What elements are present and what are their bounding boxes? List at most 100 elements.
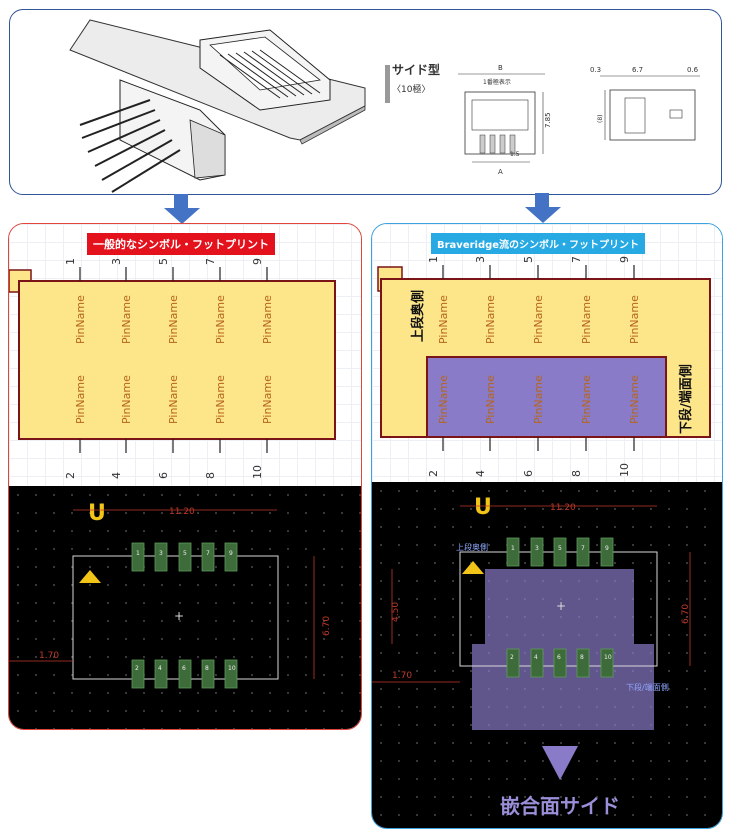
pin-name-label: PinName — [484, 295, 497, 344]
dim-a: A — [498, 168, 503, 176]
pad-number: 10 — [228, 665, 236, 672]
dim-height: 6.70 — [322, 616, 332, 636]
pad-number: 9 — [605, 545, 609, 552]
fp-upper-label: 上段奥側 — [456, 542, 488, 552]
pin-number: 8 — [204, 472, 217, 479]
mating-arrow — [542, 746, 578, 780]
pin-number: 3 — [110, 258, 123, 265]
lower-row-label: 下段/端面側 — [678, 364, 694, 434]
pin-name-label: PinName — [484, 375, 497, 424]
lower-row-block — [426, 356, 667, 438]
pin-name-label: PinName — [532, 375, 545, 424]
pin-number: 10 — [251, 465, 264, 479]
pin-name-label: PinName — [74, 295, 87, 344]
pin-number: 2 — [64, 472, 77, 479]
pin-name-label: PinName — [437, 375, 450, 424]
pad-number: 7 — [206, 550, 210, 557]
pin-name-label: PinName — [167, 375, 180, 424]
left-title: 一般的なシンボル・フットプリント — [87, 233, 275, 255]
dim-left: 4.50 — [391, 602, 401, 622]
poles-label: 〈10極〉 — [392, 83, 430, 95]
footprint-pad — [131, 659, 145, 689]
dim-pitch: 1.70 — [39, 651, 59, 661]
dim-1-5: 1.5 — [510, 151, 520, 158]
orientation-mark: U — [88, 501, 106, 526]
pin-number: 8 — [570, 470, 583, 477]
pin1-triangle — [79, 570, 101, 583]
right-footprint-area: U 11.20 上段奥側 下段/端面側 6.70 4.50 1.70 + 1 2 3… — [372, 482, 722, 828]
footprint-pad — [201, 542, 215, 572]
pin-name-label: PinName — [261, 295, 274, 344]
pin1-mark-label: 1番極表示 — [483, 78, 511, 86]
pad-number: 3 — [535, 545, 539, 552]
fp-lower-label: 下段/端面側 — [626, 682, 669, 692]
dim-0-6: 0.6 — [687, 66, 699, 74]
pin-number: 1 — [64, 258, 77, 265]
pin-number: 9 — [618, 256, 631, 263]
footprint-pad — [576, 648, 590, 678]
footprint-pad — [506, 648, 520, 678]
footprint-pad — [506, 537, 520, 567]
dim-width: 11.20 — [550, 503, 576, 513]
pad-number: 8 — [580, 654, 584, 661]
footprint-pad — [224, 542, 238, 572]
pin-number: 10 — [618, 463, 631, 477]
pad-number: 5 — [183, 550, 187, 557]
pad-number: 1 — [136, 550, 140, 557]
pin-name-label: PinName — [120, 295, 133, 344]
footprint-pad — [201, 659, 215, 689]
pin-name-label: PinName — [214, 295, 227, 344]
pin-number: 5 — [157, 258, 170, 265]
pin-number: 4 — [474, 470, 487, 477]
dim-b: B — [498, 64, 503, 72]
receptacle-illustration — [199, 29, 331, 111]
footprint-pad — [154, 542, 168, 572]
footprint-pad — [178, 659, 192, 689]
dim-height: 6.70 — [681, 604, 691, 624]
dim-0-3: 0.3 — [590, 66, 601, 74]
pad-number: 1 — [511, 545, 515, 552]
footprint-pad — [224, 659, 238, 689]
pad-number: 4 — [534, 654, 538, 661]
right-schematic-symbol: 上段奥側 下段/端面側 1PinNamePinName23PinNamePinN… — [377, 256, 711, 477]
connector-drawing-panel: サイド型 〈10極〉 B 1番極表示 7.85 1.5 A 0.3 6.7 0.… — [9, 9, 722, 195]
pin-number: 1 — [427, 256, 440, 263]
left-schematic-symbol: 1PinNamePinName23PinNamePinName45PinName… — [9, 258, 336, 479]
orientation-mark: U — [474, 495, 492, 520]
upper-row-label: 上段奥側 — [410, 290, 426, 342]
dim-pitch: 1.70 — [392, 671, 412, 681]
footprint-pad — [600, 648, 614, 678]
pad-number: 2 — [135, 665, 139, 672]
pin-number: 9 — [251, 258, 264, 265]
pin-number: 7 — [570, 256, 583, 263]
footprint-pad — [553, 648, 567, 678]
footprint-pad — [131, 542, 145, 572]
plug-illustration — [79, 79, 226, 193]
pin-name-label: PinName — [74, 375, 87, 424]
pin-name-label: PinName — [437, 295, 450, 344]
pad-number: 10 — [604, 654, 612, 661]
footprint-pad — [530, 537, 544, 567]
dim-7-85: 7.85 — [544, 112, 552, 128]
mating-face-label: 嵌合面サイド — [500, 794, 620, 818]
svg-text:+: + — [556, 599, 566, 613]
footprint-pad — [553, 537, 567, 567]
pad-number: 9 — [229, 550, 233, 557]
pad-number: 2 — [510, 654, 514, 661]
footprint-pad — [154, 659, 168, 689]
pin-name-label: PinName — [580, 375, 593, 424]
pin-name-label: PinName — [628, 375, 641, 424]
pin-number: 7 — [204, 258, 217, 265]
pin-number: 3 — [474, 256, 487, 263]
footprint-pad — [600, 537, 614, 567]
pad-number: 3 — [159, 550, 163, 557]
pin-number: 6 — [522, 470, 535, 477]
pin-number: 5 — [522, 256, 535, 263]
pin-name-label: PinName — [580, 295, 593, 344]
pad-number: 4 — [158, 665, 162, 672]
pin-name-label: PinName — [214, 375, 227, 424]
down-arrow-left — [164, 194, 200, 224]
